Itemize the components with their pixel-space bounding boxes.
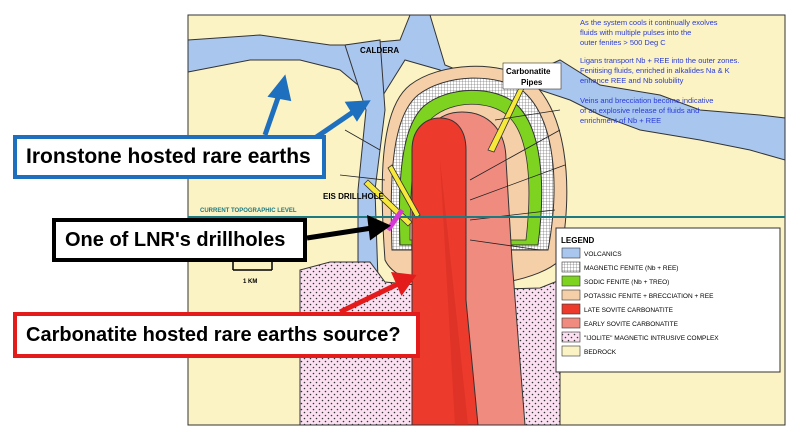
- legend-swatch-late-sovite: [561, 303, 581, 315]
- note-2-line-2: Fenitising fluids, enriched in alkalides…: [580, 66, 730, 75]
- fluid-veins: [339, 109, 566, 251]
- legend-title: LEGEND: [561, 236, 595, 245]
- ironstone-arrows: [262, 74, 371, 141]
- legend-label-ijolite: "IJOLITE" MAGNETIC INTRUSIVE COMPLEX: [584, 335, 719, 342]
- topographic-level-label: CURRENT TOPOGRAPHIC LEVEL: [200, 208, 297, 214]
- carbonatite-core-taper: [440, 160, 468, 425]
- ironstone-callout: Ironstone hosted rare earths: [13, 135, 326, 179]
- carbonatite-pipes-label-line2: Pipes: [521, 78, 543, 87]
- legend-box: [555, 227, 781, 373]
- eis-drillhole-marker: [385, 208, 405, 232]
- legend-label-potassic-fenite: POTASSIC FENITE + BRECCIATION + REE: [584, 293, 714, 300]
- scale-bar: [232, 262, 273, 271]
- scale-bar-label: 1 KM: [243, 279, 257, 285]
- note-3-line-1: Veins and brecciation become indicative: [580, 96, 713, 105]
- carbonatite-callout: Carbonatite hosted rare earths source?: [13, 312, 420, 358]
- note-3-line-3: enrichment of Nb + REE: [580, 116, 661, 125]
- legend-label-late-sovite: LATE SOVITE CARBONATITE: [584, 307, 674, 314]
- legend-swatch-potassic-fenite: [561, 289, 581, 301]
- legend-swatch-magnetic-fenite: [561, 261, 581, 273]
- legend-label-bedrock: BEDROCK: [584, 349, 617, 356]
- legend-swatch-early-sovite: [561, 317, 581, 329]
- drillhole-arrow: [306, 214, 392, 241]
- note-1-line-1: As the system cools it continually exolv…: [580, 18, 718, 27]
- legend-swatch-sodic-fenite: [561, 275, 581, 287]
- legend-label-sodic-fenite: SODIC FENITE (Nb + TREO): [584, 279, 669, 286]
- drillhole-callout: One of LNR's drillholes: [52, 218, 307, 262]
- eis-drillhole-label: EIS DRILLHOLE: [323, 192, 385, 201]
- note-1-line-3: outer fenites > 500 Deg C: [580, 38, 666, 47]
- carbonatite-pipes-label-line1: Carbonatite: [506, 67, 551, 76]
- process-notes: As the system cools it continually exolv…: [580, 18, 739, 125]
- legend: LEGEND VOLCANICS MAGNETIC FENITE (Nb + R…: [555, 227, 781, 373]
- legend-swatch-volcanics: [561, 247, 581, 259]
- note-1-line-2: fluids with multiple pulses into the: [580, 28, 691, 37]
- caldera-label: CALDERA: [360, 46, 399, 55]
- note-2-line-3: enhance REE and Nb solubility: [580, 76, 684, 85]
- note-2-line-1: Ligans transport Nb + REE into the outer…: [580, 56, 739, 65]
- legend-label-magnetic-fenite: MAGNETIC FENITE (Nb + REE): [584, 265, 678, 272]
- carbonatite-arrow: [338, 272, 417, 315]
- note-3-line-2: of an explosive release of fluids and: [580, 106, 699, 115]
- legend-swatch-ijolite: [561, 331, 581, 343]
- carbonatite-pipes-label-box: [502, 62, 562, 90]
- late-sovite-carbonatite: [411, 117, 479, 426]
- legend-label-early-sovite: EARLY SOVITE CARBONATITE: [584, 321, 679, 328]
- legend-swatch-bedrock: [561, 345, 581, 357]
- legend-label-volcanics: VOLCANICS: [584, 251, 622, 258]
